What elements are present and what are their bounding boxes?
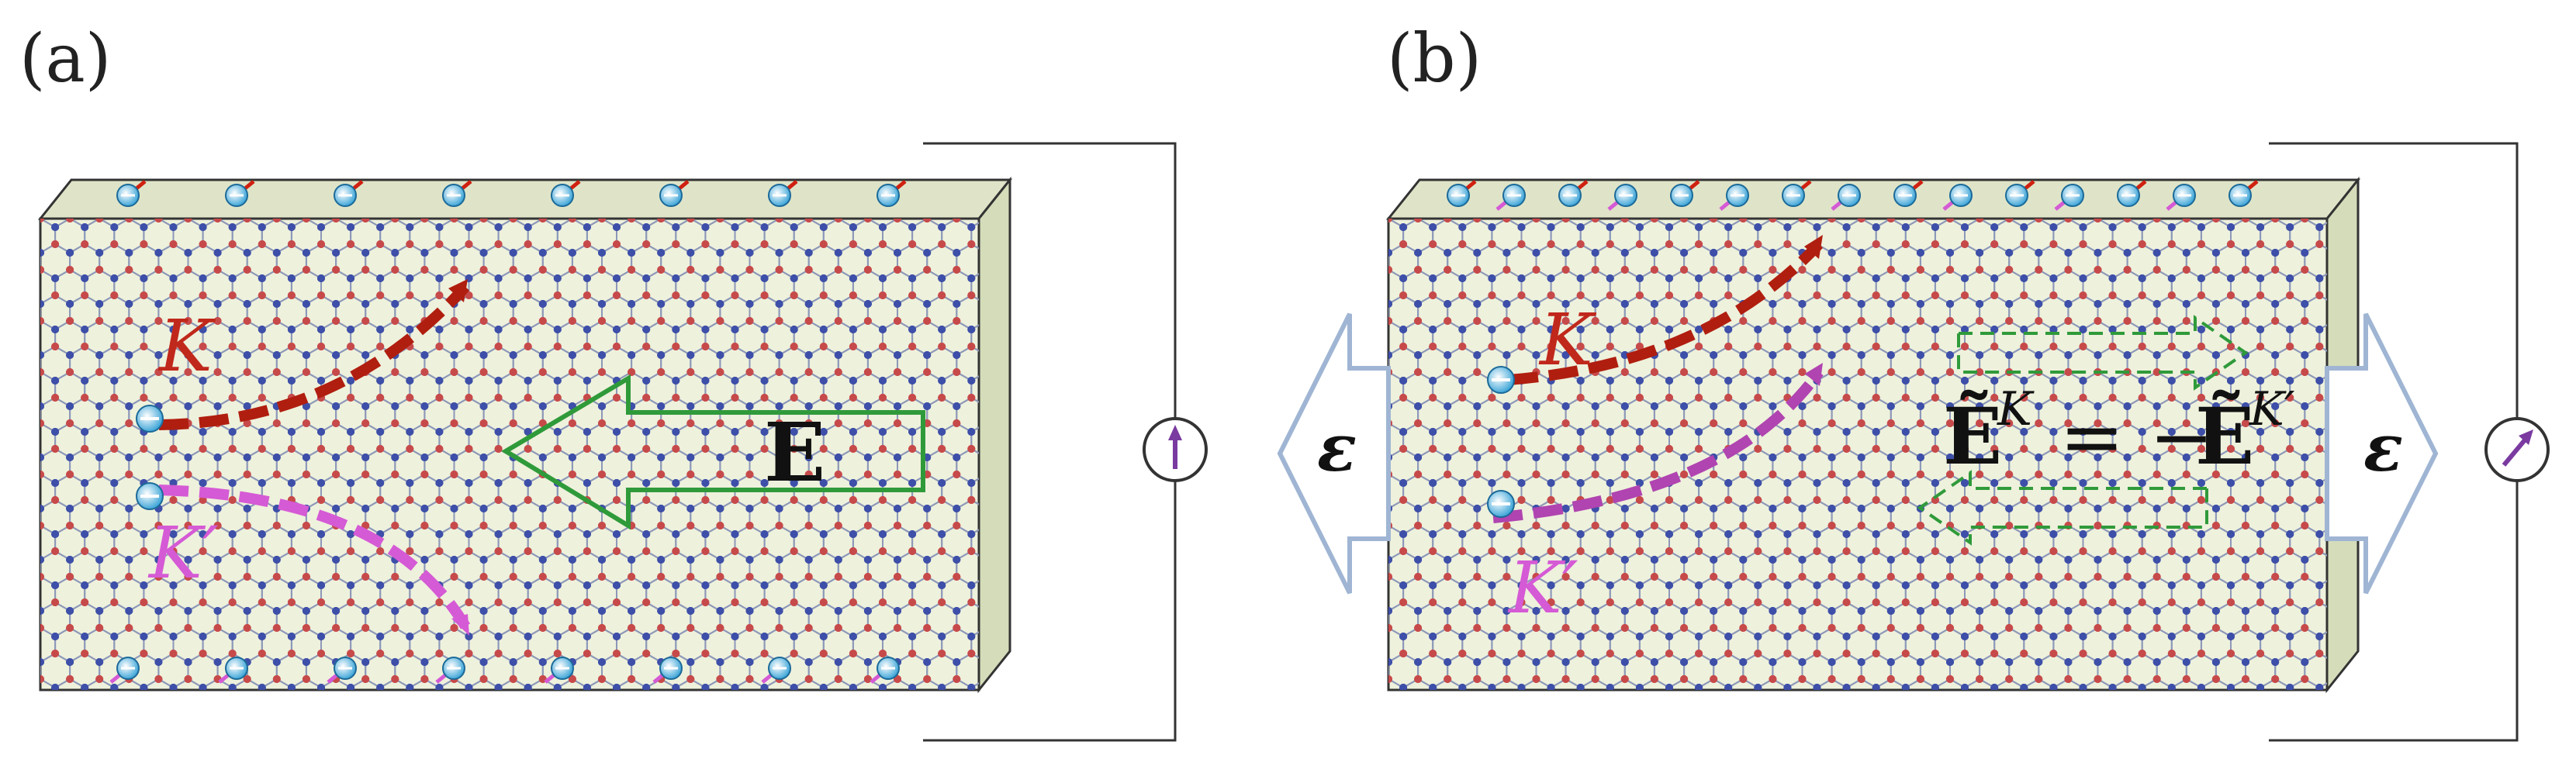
edge-electron bbox=[1942, 184, 1973, 211]
lattice-b bbox=[1388, 219, 2327, 690]
edge-electron bbox=[1719, 184, 1749, 211]
edge-electrons-top-a bbox=[116, 180, 907, 207]
k-label-a: K bbox=[157, 305, 216, 388]
edge-electron bbox=[870, 657, 900, 684]
edge-electron bbox=[1607, 184, 1637, 211]
kp-label-a: K′ bbox=[147, 512, 219, 595]
edge-electron bbox=[116, 180, 147, 207]
lattice-a bbox=[40, 219, 979, 690]
panel-a: (a) K K′ E bbox=[19, 20, 1208, 742]
strain-arrow-left bbox=[1277, 312, 1391, 595]
panel-b: (b) ε ε K K′ bbox=[1277, 20, 2550, 742]
ammeter-a bbox=[1143, 417, 1208, 482]
edge-electron bbox=[1670, 180, 1700, 207]
edge-electron bbox=[768, 180, 798, 207]
formula-rhs-sup: K′ bbox=[2249, 382, 2295, 436]
edge-electron bbox=[1447, 180, 1477, 207]
edge-electron bbox=[334, 180, 364, 207]
edge-electron bbox=[435, 657, 465, 684]
edge-electron bbox=[218, 657, 248, 684]
slab-side-a bbox=[977, 176, 1011, 694]
edge-electron bbox=[2005, 180, 2035, 207]
panel-a-label: (a) bbox=[19, 20, 111, 98]
ammeter-b bbox=[2484, 417, 2550, 482]
edge-electrons-top-b bbox=[1447, 180, 2259, 211]
k-arrowhead-b bbox=[1804, 235, 1823, 259]
kp-label-b: K′ bbox=[1507, 547, 1578, 629]
edge-electron bbox=[1495, 184, 1526, 211]
field-label-e: E bbox=[764, 405, 825, 500]
edge-electron bbox=[761, 657, 791, 684]
edge-electron bbox=[2166, 184, 2196, 211]
edge-electron bbox=[109, 657, 140, 684]
slab-top-b bbox=[1385, 178, 2361, 220]
edge-electron bbox=[2054, 184, 2084, 211]
formula-rhs: Ẽ bbox=[2195, 390, 2254, 482]
edge-electron bbox=[877, 180, 907, 207]
field-arrow-e bbox=[501, 374, 925, 530]
panel-b-label: (b) bbox=[1387, 20, 1482, 98]
k-label-b: K bbox=[1538, 298, 1597, 381]
kp-valley-path-b bbox=[1492, 368, 1824, 523]
edge-electron bbox=[442, 180, 472, 207]
kp-valley-path-a bbox=[158, 485, 471, 629]
edge-electron bbox=[652, 657, 683, 684]
edge-electron bbox=[1782, 180, 1812, 207]
edge-electron bbox=[1893, 180, 1924, 207]
formula-eq: = − bbox=[2059, 391, 2214, 482]
edge-electron bbox=[2117, 180, 2147, 207]
edge-electron bbox=[551, 180, 581, 207]
edge-electrons-bottom-a bbox=[109, 657, 900, 684]
edge-electron bbox=[327, 657, 357, 684]
edge-electron bbox=[659, 180, 690, 207]
formula-lhs: Ẽ bbox=[1943, 390, 2002, 482]
edge-electron bbox=[225, 180, 255, 207]
slab-top-a bbox=[37, 178, 1013, 220]
formula-lhs-sup: K bbox=[1997, 382, 2035, 436]
edge-electron bbox=[1558, 180, 1589, 207]
kp-arrowhead-b bbox=[1805, 363, 1823, 386]
pseudo-field-formula: Ẽ K = − Ẽ K′ bbox=[1943, 382, 2295, 482]
strain-label-right: ε bbox=[2363, 409, 2403, 486]
pseudo-field-arrow-k bbox=[1957, 315, 2249, 391]
k-arrowhead-a bbox=[448, 279, 468, 302]
k-valley-path-b bbox=[1508, 240, 1824, 385]
edge-electron bbox=[1831, 184, 1861, 211]
strain-label-left: ε bbox=[1317, 409, 1357, 486]
strain-arrow-right bbox=[2325, 312, 2439, 595]
k-valley-path-a bbox=[158, 283, 470, 430]
kp-arrowhead-a bbox=[451, 614, 469, 636]
pseudo-field-arrow-kp bbox=[1917, 470, 2208, 546]
edge-electron bbox=[544, 657, 574, 684]
edge-electron bbox=[2228, 180, 2259, 207]
meter-needle-b bbox=[2502, 436, 2529, 467]
